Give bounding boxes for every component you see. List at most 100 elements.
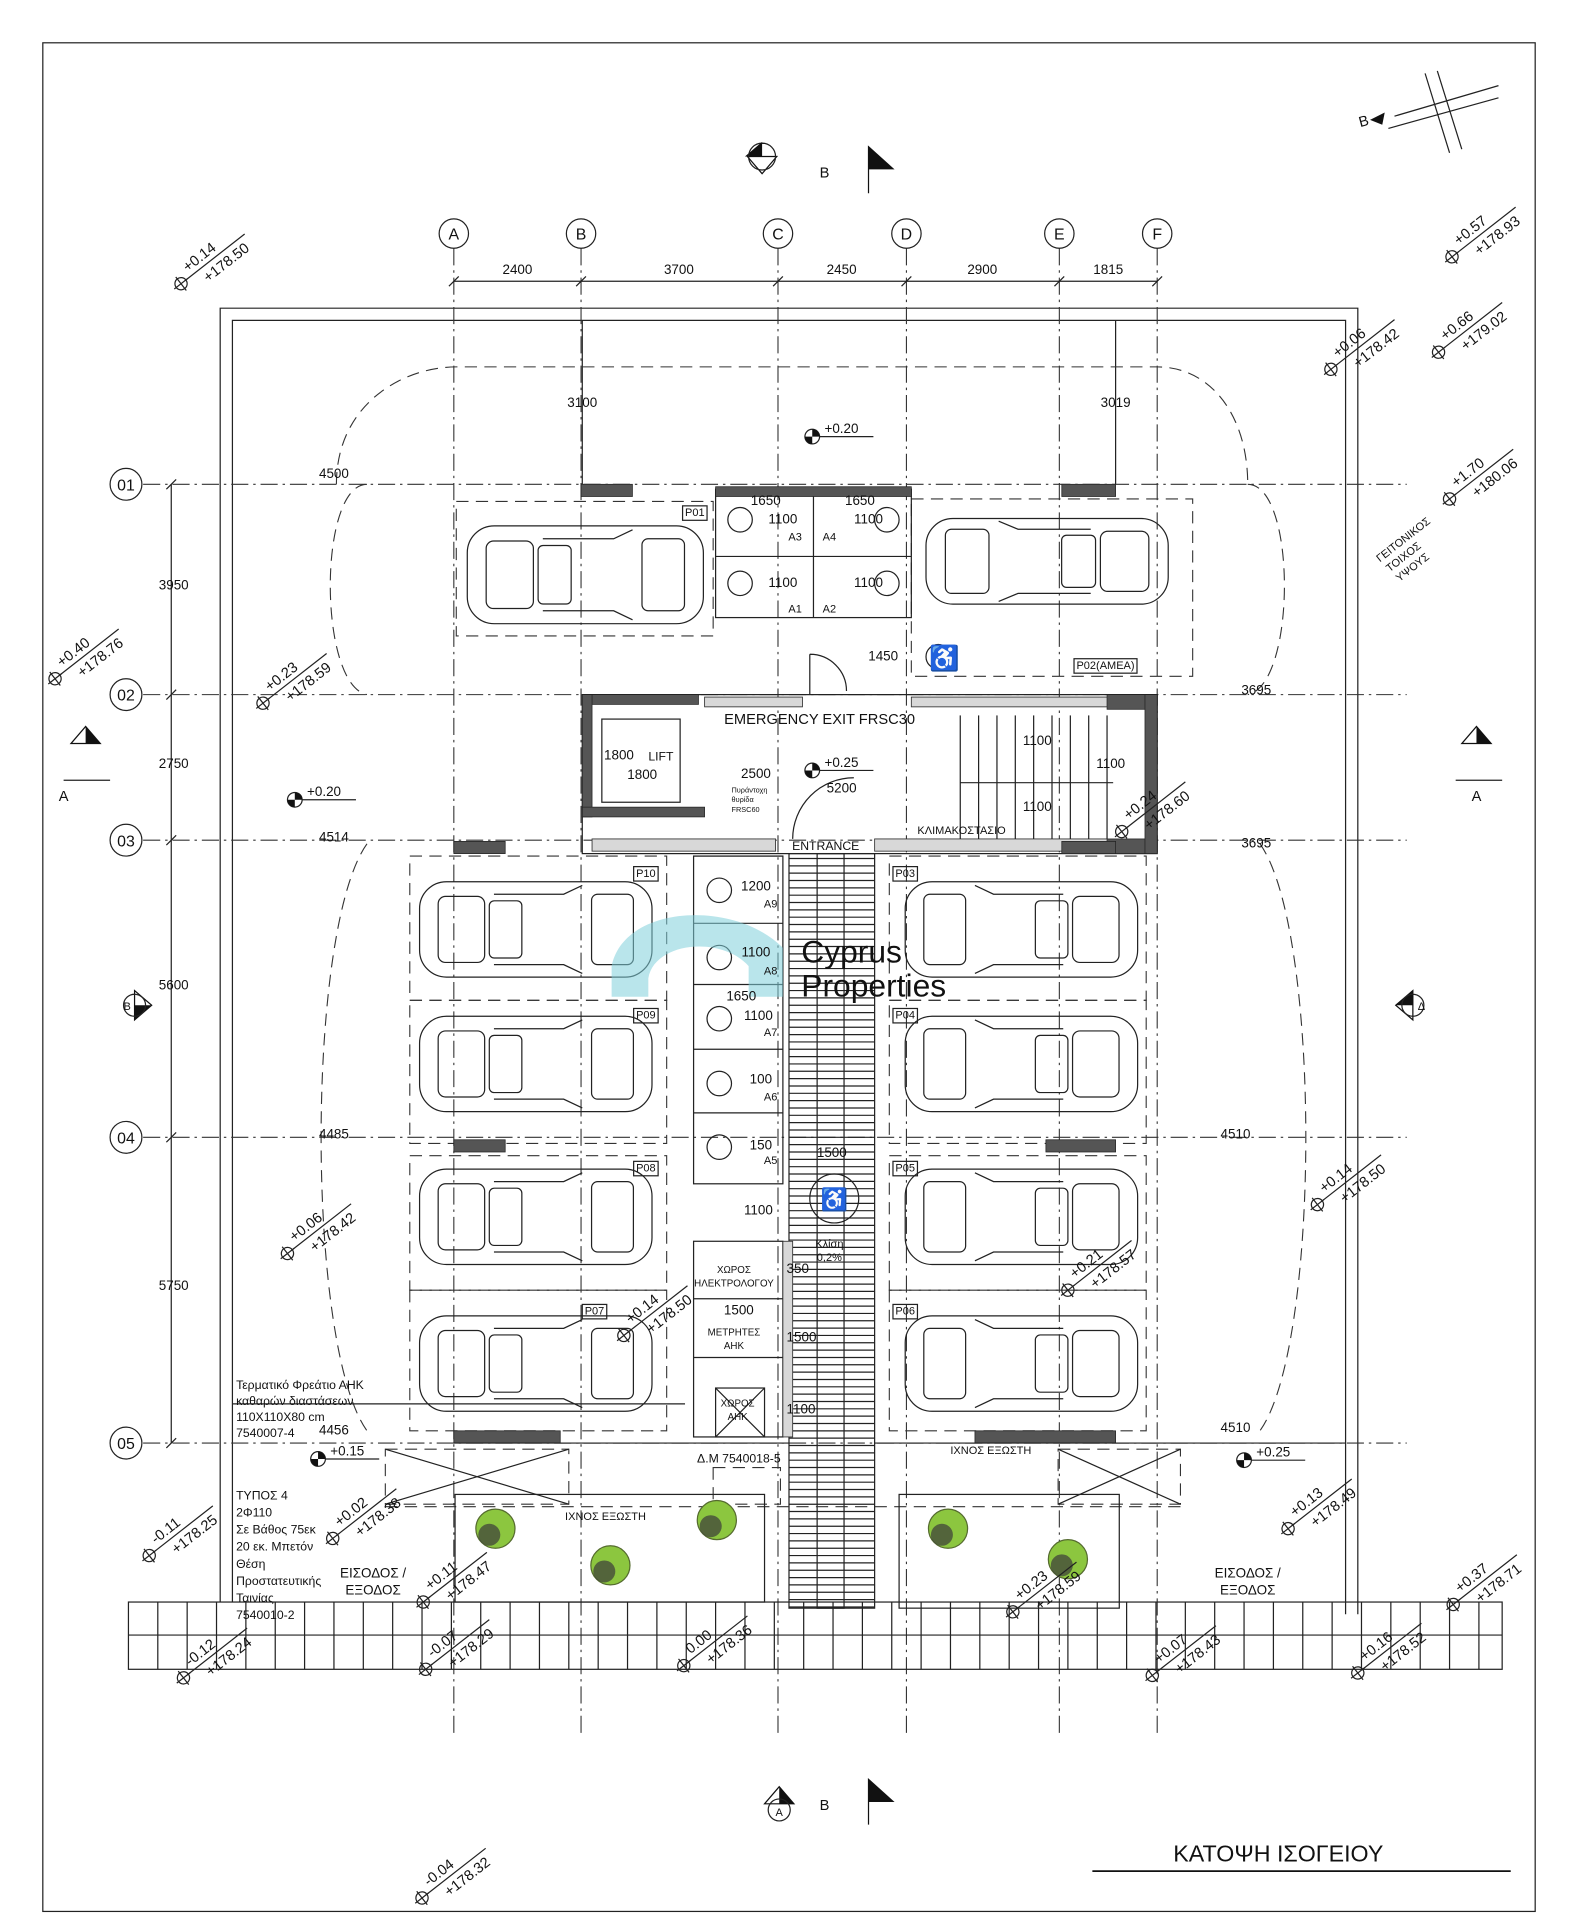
dimension-label: 1100 (742, 944, 771, 959)
eac-cross (715, 1387, 765, 1438)
wall-segment (453, 841, 506, 854)
car-body (418, 1015, 653, 1113)
fire-door-note: FRSC60 (732, 805, 760, 814)
parking-label-box (1073, 658, 1138, 674)
elevation-line (1453, 448, 1514, 497)
water-tank-icon (727, 506, 753, 533)
grid-bubble (891, 218, 922, 249)
dimension-label: 4456 (319, 1422, 349, 1437)
dimension-label: 1650 (845, 493, 875, 508)
dimension-label: 150 (750, 1138, 772, 1153)
dimension-label: 4514 (319, 829, 349, 844)
type4-note: Προστατευτικής (236, 1574, 321, 1588)
entry-exit-label: ΕΞΟΔΟΣ (345, 1583, 400, 1598)
grid-bubble (438, 218, 470, 249)
car-roof (488, 1034, 523, 1094)
parking-label: P02(ΑΜΕΑ) (1076, 660, 1134, 672)
car-hood (437, 1030, 486, 1098)
spot-elevation: +0.14+178.50 (173, 233, 253, 291)
water-tank-icon (706, 1005, 733, 1032)
terminal-manhole-note: 7540007-4 (236, 1426, 295, 1440)
car-lines (974, 1019, 1064, 1109)
room-label: ΜΕΤΡΗΤΕΣ (708, 1327, 761, 1338)
car-hood (1071, 1030, 1120, 1098)
dimension-top: 2400 (502, 262, 532, 277)
fire-door-note: Πυράντοχη (732, 785, 768, 794)
section-circle (122, 993, 147, 1017)
level-label: +0.25 (824, 755, 858, 770)
eac-box (714, 1387, 766, 1438)
dimension-label: 1100 (768, 575, 797, 590)
car-icon (904, 1168, 1139, 1266)
grid-bubble (109, 823, 143, 857)
dimension-top: 2900 (967, 262, 997, 277)
water-tank-icon (874, 570, 900, 597)
elevation-line (426, 1551, 488, 1600)
tree-shadow (1050, 1554, 1073, 1577)
parking-label: P05 (895, 1163, 915, 1175)
dimension-label: 1800 (604, 747, 634, 762)
wall-segment (974, 1430, 1116, 1444)
car-roof (488, 1334, 523, 1393)
dimension-top: 2450 (827, 262, 857, 277)
spot-elevation: +0.11+178.47 (416, 1551, 495, 1610)
grid-row-label: 03 (117, 833, 135, 850)
car-windshield (923, 1028, 967, 1100)
car-icon (418, 1315, 653, 1412)
car-lines (493, 1172, 583, 1262)
section-label: Δ (1418, 1001, 1426, 1013)
dim-tick (165, 1132, 177, 1143)
spot-elevation: +0.14+178.50 (1310, 1154, 1389, 1212)
elevation-line (429, 1619, 490, 1667)
spot-elevation: +0.21+178.57 (1060, 1240, 1140, 1298)
section-label: B (820, 165, 830, 181)
section-marker (1460, 725, 1493, 745)
watermark-text: Properties (801, 968, 946, 1004)
wall (581, 694, 699, 705)
turning-path (1259, 843, 1307, 1432)
car-body (904, 1315, 1139, 1412)
parking-label-box (892, 1160, 919, 1177)
dimension-label: 4510 (1221, 1127, 1251, 1142)
level-label: +0.20 (824, 421, 858, 436)
elevation-line (425, 1847, 487, 1896)
car-icon (418, 1015, 653, 1113)
balcony-trace-label: ΙΧΝΟΣ ΕΞΩΣΤΗ (950, 1445, 1031, 1457)
elevation-line (290, 1203, 352, 1251)
water-tank-icon (727, 570, 753, 597)
storage-label: A8 (764, 966, 777, 978)
drawing-title: ΚΑΤΟΨΗ ΙΣΟΓΕΙΟΥ (1173, 1840, 1383, 1866)
room-label: ΧΩΡΟΣ (717, 1265, 751, 1276)
tree-shadow (699, 1515, 722, 1538)
car-hood (437, 895, 486, 964)
dimension-left: 5750 (159, 1278, 189, 1293)
water-tank-icon (874, 506, 900, 533)
elevation-line (152, 1505, 214, 1554)
turning-path (335, 366, 1249, 485)
grid-column-label: B (576, 227, 587, 244)
dimension-label: 4510 (1221, 1420, 1251, 1435)
car-roof (1034, 1334, 1069, 1393)
grid-bubble (109, 678, 143, 712)
elevation-line (266, 653, 327, 701)
terminal-manhole-note: Τερματικό Φρεάτιο ΑΗΚ (236, 1378, 365, 1392)
car-icon (904, 1315, 1139, 1412)
dimension-label: 3695 (1241, 683, 1271, 698)
dimension-label: 1100 (787, 1402, 816, 1417)
door-swing (792, 777, 854, 839)
dimension-label: 350 (787, 1261, 809, 1276)
elevation-line (1442, 302, 1503, 350)
level-marker-fill (287, 792, 303, 808)
storage-label: A5 (764, 1155, 777, 1167)
car-hood (1071, 1183, 1120, 1251)
car-lines (493, 1318, 583, 1409)
dm-box (712, 1466, 781, 1505)
entry-exit-label: ΕΙΣΟΔΟΣ / (340, 1566, 406, 1581)
wall (581, 806, 705, 818)
car-hood (437, 1183, 486, 1251)
elevation-line (184, 233, 246, 282)
dimension-label: 4485 (319, 1127, 349, 1142)
grid-column-label: E (1054, 227, 1065, 244)
dimension-label: 1500 (817, 1145, 847, 1160)
